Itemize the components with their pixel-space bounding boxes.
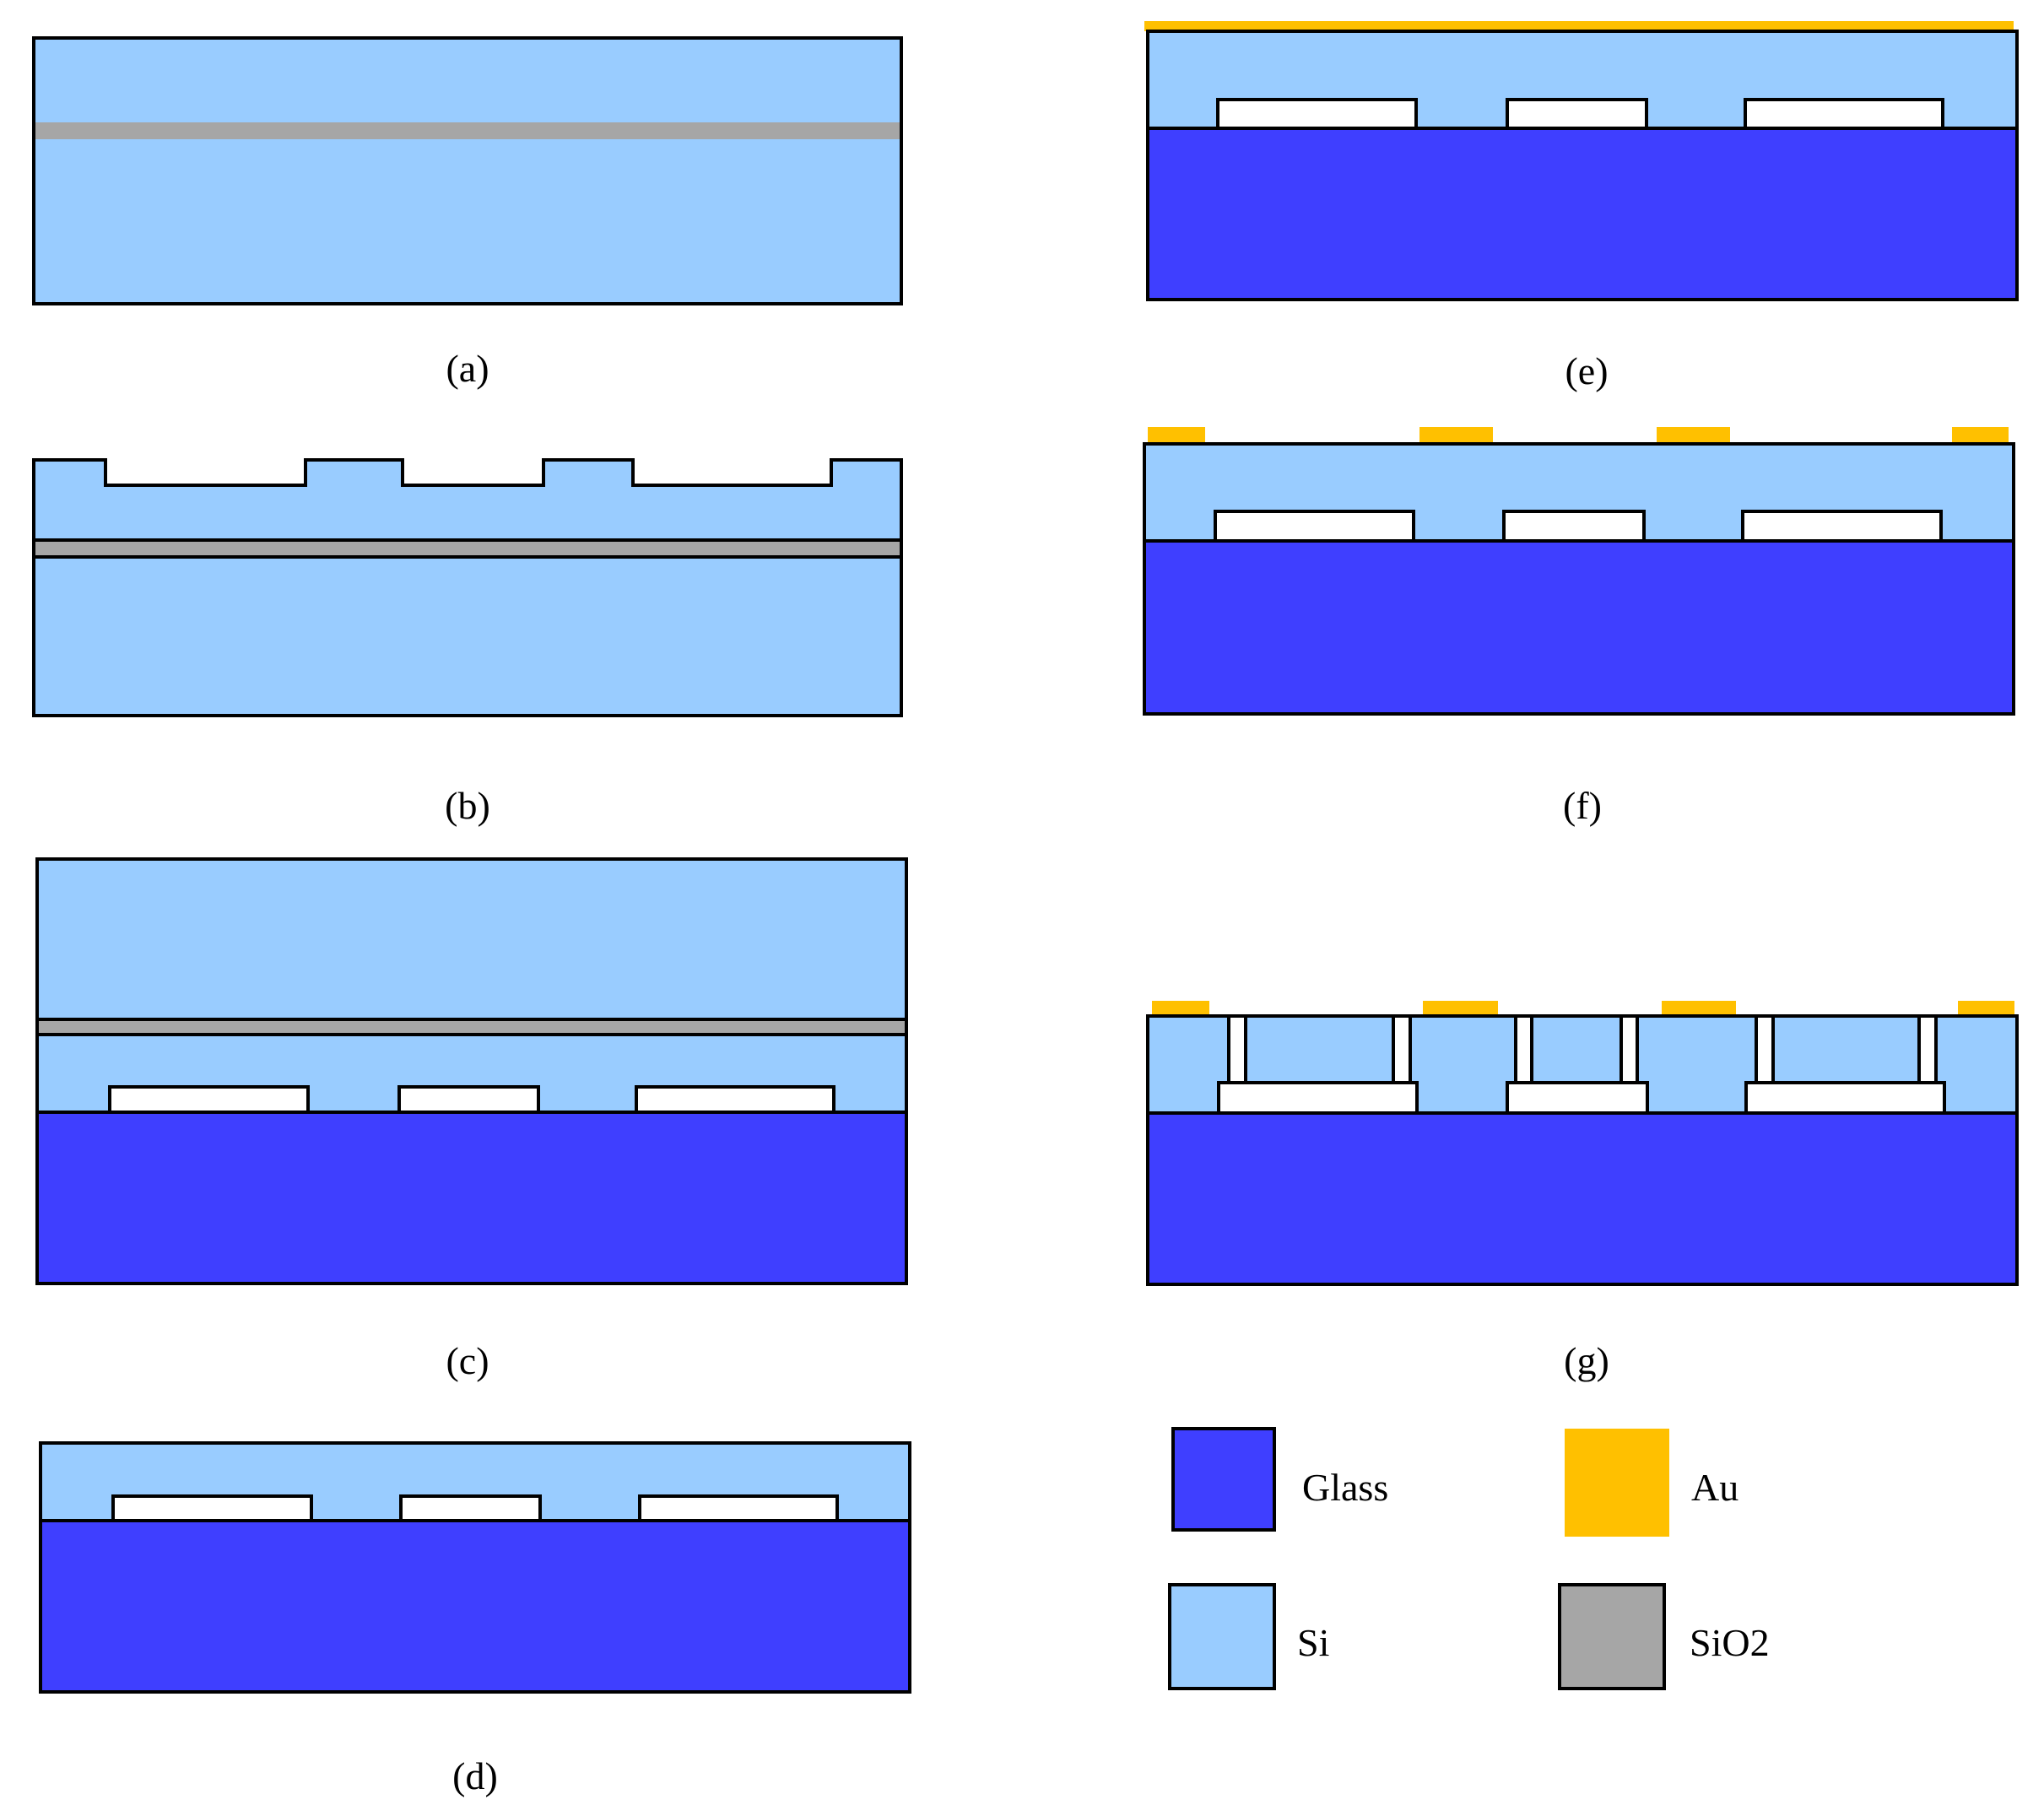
si-device-layer <box>34 38 901 122</box>
si-handle-layer <box>34 557 901 716</box>
panel-g: (g) <box>1146 1001 2019 1382</box>
si-handle-layer <box>37 859 906 1019</box>
release-trench <box>1917 1014 1938 1084</box>
release-trench <box>1227 1014 1247 1084</box>
cavity <box>111 1494 313 1522</box>
sio2-buried-layer <box>34 540 901 557</box>
stack-outline <box>1146 1014 2019 1286</box>
panel-a: (a) <box>32 36 903 390</box>
legend: Glass Au Si SiO2 <box>1168 1427 1770 1690</box>
legend-label-au: Au <box>1691 1466 1738 1509</box>
cavity <box>1744 98 1944 130</box>
wafer-outline <box>32 36 903 305</box>
stack-outline <box>1143 442 2015 716</box>
au-pad <box>1662 1001 1736 1018</box>
panel-f: (f) <box>1143 427 2015 827</box>
cavity <box>1216 98 1418 130</box>
caption-d: (d) <box>452 1754 498 1797</box>
cavity <box>1741 510 1943 543</box>
stack-outline <box>1146 30 2019 301</box>
au-pad <box>1152 1001 1209 1018</box>
cavity <box>108 1085 310 1114</box>
si-device-layer-etched <box>34 460 901 540</box>
cavity <box>1744 1081 1946 1115</box>
cavity <box>1214 510 1415 543</box>
panel-c: (c) <box>35 857 908 1382</box>
cavity <box>1502 510 1646 543</box>
caption-e: (e) <box>1565 349 1608 392</box>
release-trench <box>1755 1014 1775 1084</box>
legend-swatch-au <box>1565 1429 1669 1537</box>
legend-swatch-glass <box>1171 1427 1276 1532</box>
au-pad <box>1657 427 1730 444</box>
au-pad <box>1419 427 1493 444</box>
panel-b: (b) <box>32 458 903 827</box>
legend-label-si: Si <box>1297 1621 1329 1664</box>
cavity <box>1217 1081 1419 1115</box>
caption-a: (a) <box>446 347 489 390</box>
caption-g: (g) <box>1564 1339 1609 1382</box>
release-trench <box>1620 1014 1639 1084</box>
glass-substrate <box>35 1111 908 1285</box>
caption-f: (f) <box>1563 784 1602 827</box>
cavity <box>635 1085 835 1114</box>
glass-substrate <box>1146 127 2019 301</box>
au-pad <box>1423 1001 1498 1018</box>
wafer-outline <box>32 458 903 717</box>
au-pad <box>1148 427 1205 444</box>
au-pad <box>1958 1001 2014 1018</box>
release-trench <box>1392 1014 1412 1084</box>
cavity <box>397 1085 540 1114</box>
release-trench <box>1514 1014 1533 1084</box>
au-pad <box>1952 427 2009 444</box>
panel-d: (d) <box>39 1441 911 1797</box>
sio2-buried-layer <box>37 1019 906 1035</box>
glass-substrate <box>1146 1111 2019 1286</box>
au-layer <box>1144 21 2014 31</box>
panel-e: (e) <box>1144 21 2019 392</box>
cavity <box>399 1494 542 1522</box>
legend-label-sio2: SiO2 <box>1690 1621 1770 1664</box>
cavity <box>1506 1081 1649 1115</box>
legend-swatch-si <box>1168 1583 1276 1690</box>
caption-c: (c) <box>446 1339 489 1382</box>
stack-outline <box>35 857 908 1285</box>
glass-substrate <box>39 1519 911 1694</box>
stack-outline <box>39 1441 911 1694</box>
cavity <box>638 1494 839 1522</box>
glass-substrate <box>1143 539 2015 716</box>
si-handle-layer <box>34 139 901 304</box>
legend-swatch-sio2 <box>1558 1583 1666 1690</box>
sio2-buried-layer <box>34 122 901 139</box>
caption-b: (b) <box>445 784 490 827</box>
legend-label-glass: Glass <box>1302 1466 1388 1509</box>
cavity <box>1506 98 1648 130</box>
